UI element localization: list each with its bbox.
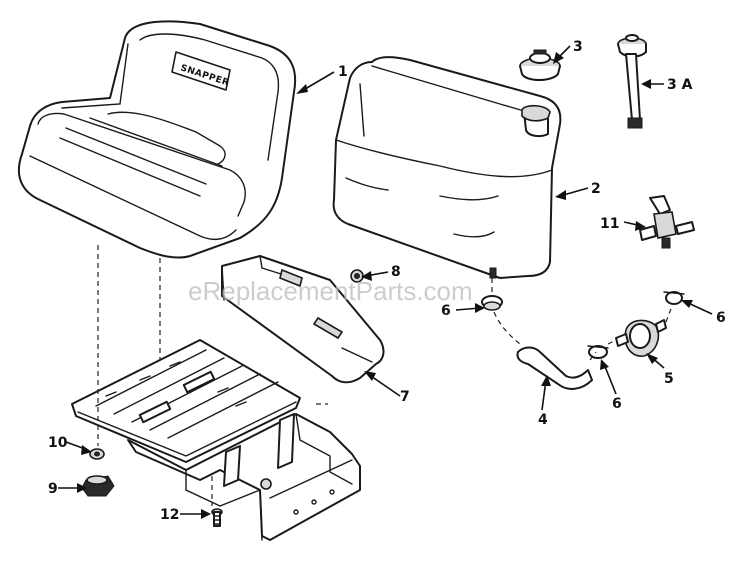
callout-12: 12: [160, 507, 211, 523]
callout-6-right: 6: [681, 300, 726, 326]
callout-label: 10: [48, 435, 68, 451]
hose-clamp-upper: [481, 295, 503, 311]
callout-label: 6: [716, 310, 726, 326]
fuel-tank: [332, 56, 562, 279]
callout-label: 6: [441, 303, 451, 319]
callout-label: 1: [338, 64, 348, 80]
fuel-filter: [607, 305, 673, 357]
callout-6-lower: 6: [600, 359, 622, 412]
hose-clamp-right: [663, 291, 685, 305]
seat-bracket: [221, 255, 385, 384]
watermark: eReplacementParts.com: [188, 276, 473, 306]
callout-3: 3: [553, 39, 583, 64]
callout-label: 12: [160, 507, 179, 523]
seat: SNAPPER: [17, 20, 297, 259]
callout-label: 3: [573, 39, 583, 55]
callout-4: 4: [538, 375, 551, 428]
callout-label: 6: [612, 396, 622, 412]
fuel-line: [491, 278, 597, 390]
callout-label: 9: [48, 481, 58, 497]
shutoff-valve: [639, 195, 695, 249]
bolt: [211, 508, 223, 527]
callout-label: 5: [664, 371, 674, 387]
callout-6-upper: 6: [441, 303, 485, 319]
callout-label: 3 A: [667, 77, 693, 93]
mower-frame: [127, 413, 361, 541]
callout-7: 7: [364, 371, 410, 405]
callout-1: 1: [296, 64, 348, 94]
callout-5: 5: [646, 353, 674, 387]
fuel-cap-gauge: [617, 34, 647, 129]
alignment-lines: [97, 245, 328, 506]
callout-label: 4: [538, 412, 548, 428]
washer: [89, 448, 105, 460]
callout-label: 8: [391, 264, 401, 280]
callout-9: 9: [48, 481, 87, 497]
hose-clamp-lower: [587, 345, 609, 359]
callout-3a: 3 A: [641, 77, 693, 93]
callout-label: 2: [591, 181, 601, 197]
callout-label: 11: [600, 216, 619, 232]
callout-10: 10: [48, 435, 92, 455]
fuel-cap: [519, 49, 561, 81]
callout-2: 2: [555, 181, 601, 200]
seat-mounting-plate: [71, 339, 301, 463]
nut: [350, 269, 364, 283]
knob: [81, 475, 115, 497]
callout-8: 8: [361, 264, 401, 281]
callout-11: 11: [600, 216, 646, 232]
callout-label: 7: [400, 389, 410, 405]
